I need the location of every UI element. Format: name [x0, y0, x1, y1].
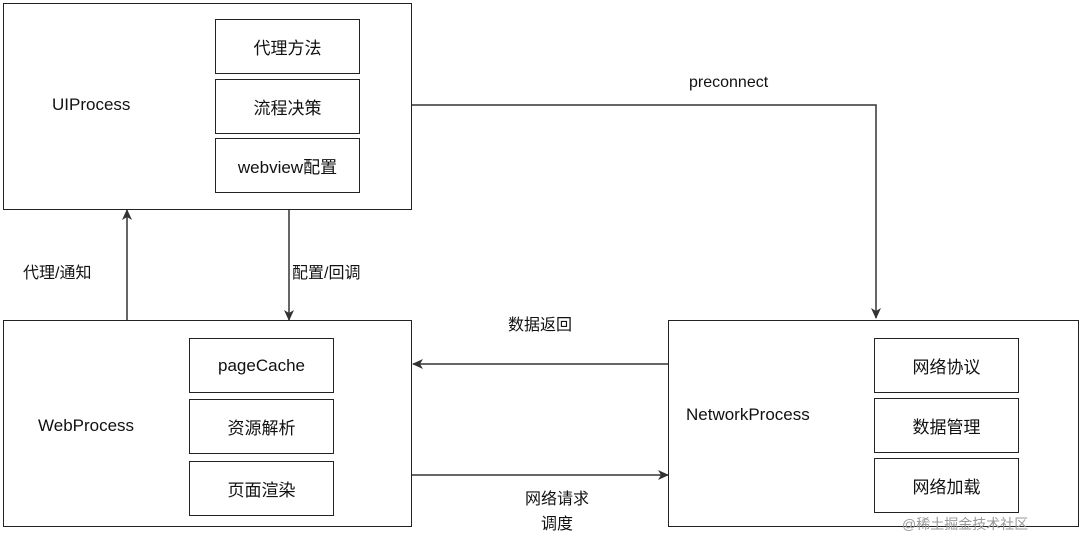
watermark: @稀土掘金技术社区: [902, 516, 1029, 532]
edge-label-network-request: 网络请求 调度: [521, 487, 593, 537]
web-process-title: WebProcess: [38, 416, 135, 435]
web-item-page-cache: pageCache: [189, 338, 334, 393]
ui-process-title: UIProcess: [52, 95, 131, 114]
edge-label-data-return: 数据返回: [508, 317, 573, 334]
web-item-page-rendering: 页面渲染: [189, 461, 334, 516]
network-item-data-management: 数据管理: [874, 398, 1019, 453]
edge-preconnect-line: [412, 104, 881, 319]
edge-label-proxy-notify: 代理/通知: [23, 265, 92, 282]
network-item-protocol: 网络协议: [874, 338, 1019, 393]
ui-item-flow-decision: 流程决策: [215, 79, 360, 134]
ui-item-proxy-methods: 代理方法: [215, 19, 360, 74]
network-item-loading: 网络加载: [874, 458, 1019, 513]
edge-label-network-request-line2: 调度: [540, 516, 573, 533]
web-item-resource-parsing: 资源解析: [189, 399, 334, 454]
network-process-title: NetworkProcess: [686, 405, 810, 424]
edge-label-preconnect: preconnect: [689, 74, 769, 91]
edge-label-config-callback: 配置/回调: [292, 265, 361, 282]
ui-item-webview-config: webview配置: [215, 138, 360, 193]
edge-label-network-request-line1: 网络请求: [524, 491, 589, 508]
